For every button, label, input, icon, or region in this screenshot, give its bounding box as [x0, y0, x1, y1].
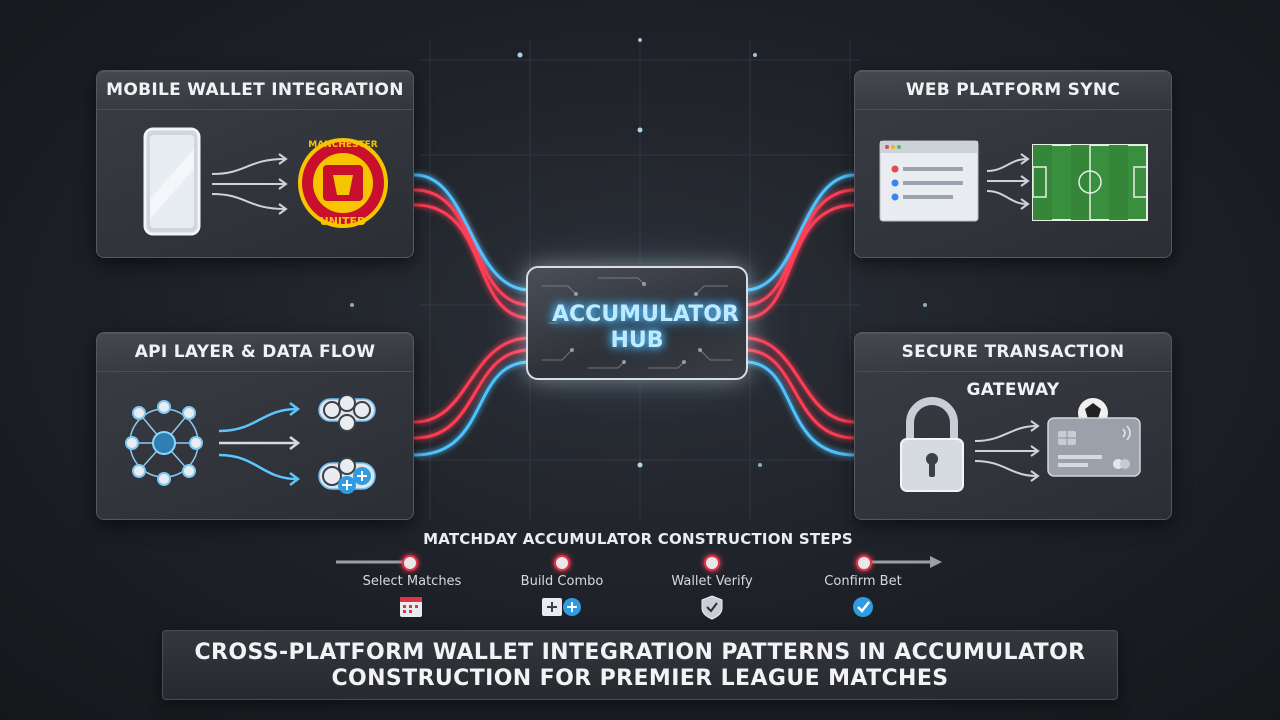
- mobile-panel-graphic: MANCHESTER UNITED: [143, 127, 388, 236]
- club-crest-icon: MANCHESTER UNITED: [298, 138, 388, 228]
- step-label-select-matches: Select Matches: [362, 574, 462, 589]
- steps-title: MATCHDAY ACCUMULATOR CONSTRUCTION STEPS: [423, 530, 853, 548]
- banner-line1: CROSS-PLATFORM WALLET INTEGRATION PATTER…: [194, 640, 1086, 665]
- step-marker: [402, 555, 418, 571]
- hub-title: ACCUMULATOR HUB: [552, 302, 739, 354]
- step-marker: [554, 555, 570, 571]
- arrows-right-icon: [218, 402, 301, 486]
- secure-gateway-panel: SECURE TRANSACTION GATEWAY: [854, 332, 1172, 520]
- step-label-confirm-bet: Confirm Bet: [824, 574, 902, 589]
- panel-title: SECURE TRANSACTION GATEWAY: [855, 333, 1171, 400]
- api-layer-panel: API LAYER & DATA FLOW: [96, 332, 414, 520]
- combo-icon: [542, 598, 581, 616]
- arrows-right-icon: [986, 153, 1030, 210]
- crest-top-text: MANCHESTER: [308, 140, 378, 150]
- panel-title: MOBILE WALLET INTEGRATION: [97, 71, 413, 110]
- circuit-pattern: [542, 277, 732, 369]
- credit-card-icon: [1047, 396, 1141, 477]
- api-panel-graphic: [125, 394, 376, 494]
- panel-title: WEB PLATFORM SYNC: [855, 71, 1171, 110]
- arrows-right-icon: [974, 420, 1040, 482]
- mobile-wallet-panel: MOBILE WALLET INTEGRATION MANCHESTER UNI…: [96, 70, 414, 258]
- step-marker: [856, 555, 872, 571]
- hub-title-line1: ACCUMULATOR: [552, 302, 739, 327]
- web-platform-panel: WEB PLATFORM SYNC: [854, 70, 1172, 258]
- padlock-icon: [900, 397, 964, 492]
- shield-check-icon: [701, 595, 723, 620]
- crest-bottom-text: UNITED: [320, 215, 366, 228]
- secure-panel-graphic: [900, 396, 1141, 492]
- arrows-right-icon: [211, 153, 288, 215]
- calendar-icon: [400, 597, 422, 617]
- browser-window-icon: [879, 140, 979, 222]
- smartphone-icon: [143, 127, 201, 236]
- title-banner: CROSS-PLATFORM WALLET INTEGRATION PATTER…: [162, 630, 1118, 700]
- panel-title: API LAYER & DATA FLOW: [97, 333, 413, 372]
- network-graph-icon: [125, 400, 203, 486]
- banner-line2: CONSTRUCTION FOR PREMIER LEAGUE MATCHES: [331, 666, 949, 691]
- check-badge-icon: [853, 597, 873, 617]
- football-pitch-icon: [1032, 144, 1148, 221]
- web-panel-graphic: [879, 140, 1148, 222]
- accumulator-hub: ACCUMULATOR HUB: [526, 266, 748, 380]
- hub-title-line2: HUB: [610, 328, 664, 353]
- step-label-build-combo: Build Combo: [520, 574, 604, 589]
- step-label-wallet-verify: Wallet Verify: [671, 574, 753, 589]
- step-marker: [704, 555, 720, 571]
- football-nodes-icon: [318, 394, 376, 494]
